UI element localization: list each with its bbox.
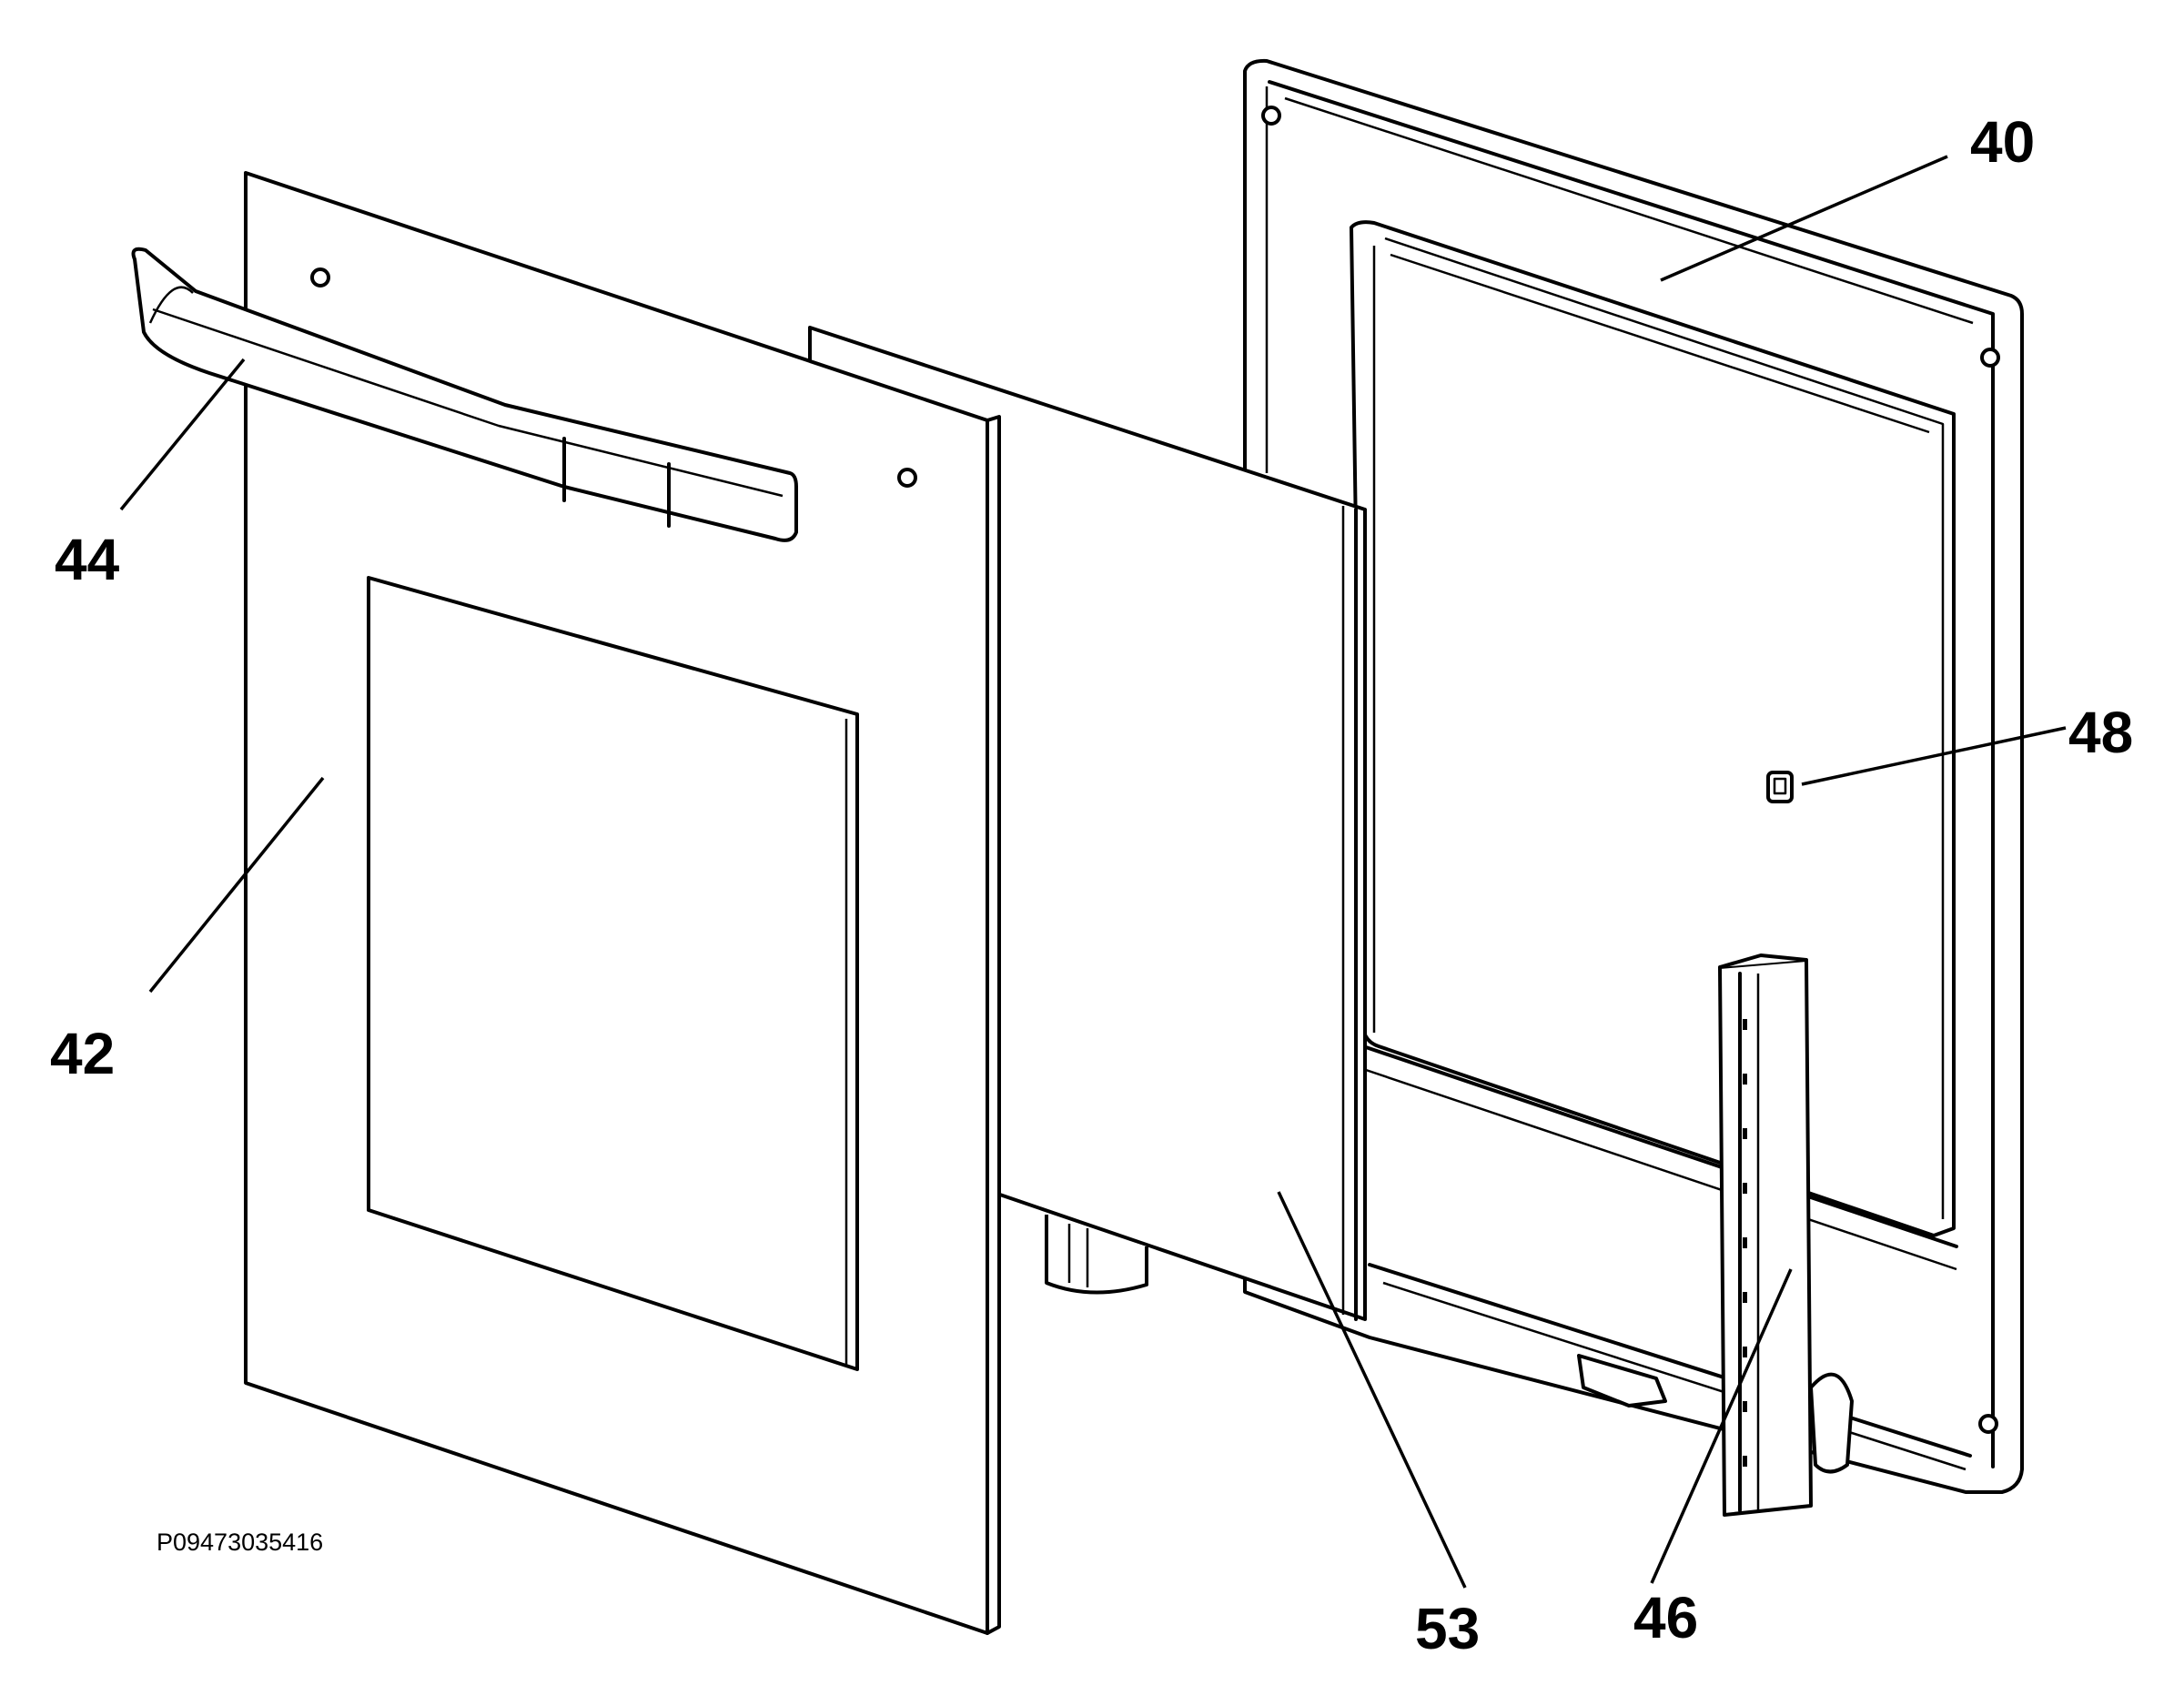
callout-48: 48 bbox=[2068, 700, 2133, 765]
callout-53: 53 bbox=[1415, 1596, 1480, 1661]
part-44-door-handle bbox=[131, 247, 798, 542]
callout-46: 46 bbox=[1633, 1585, 1698, 1650]
callout-42: 42 bbox=[50, 1021, 115, 1086]
callout-40: 40 bbox=[1970, 109, 2035, 175]
leader-40 bbox=[1660, 155, 1948, 282]
callout-44: 44 bbox=[55, 527, 120, 592]
leader-44 bbox=[119, 358, 246, 511]
part-42-outer-door-panel bbox=[244, 171, 1001, 1635]
callout-labels: 40 44 42 48 53 46 bbox=[50, 109, 2133, 1661]
leader-lines bbox=[119, 155, 2067, 1589]
leader-53 bbox=[1277, 1191, 1467, 1589]
part-48-clip bbox=[1766, 771, 1794, 803]
drawing-code: P09473035416 bbox=[157, 1529, 323, 1556]
leader-46 bbox=[1650, 1268, 1793, 1584]
leader-48 bbox=[1801, 726, 2067, 786]
leader-42 bbox=[148, 776, 325, 994]
